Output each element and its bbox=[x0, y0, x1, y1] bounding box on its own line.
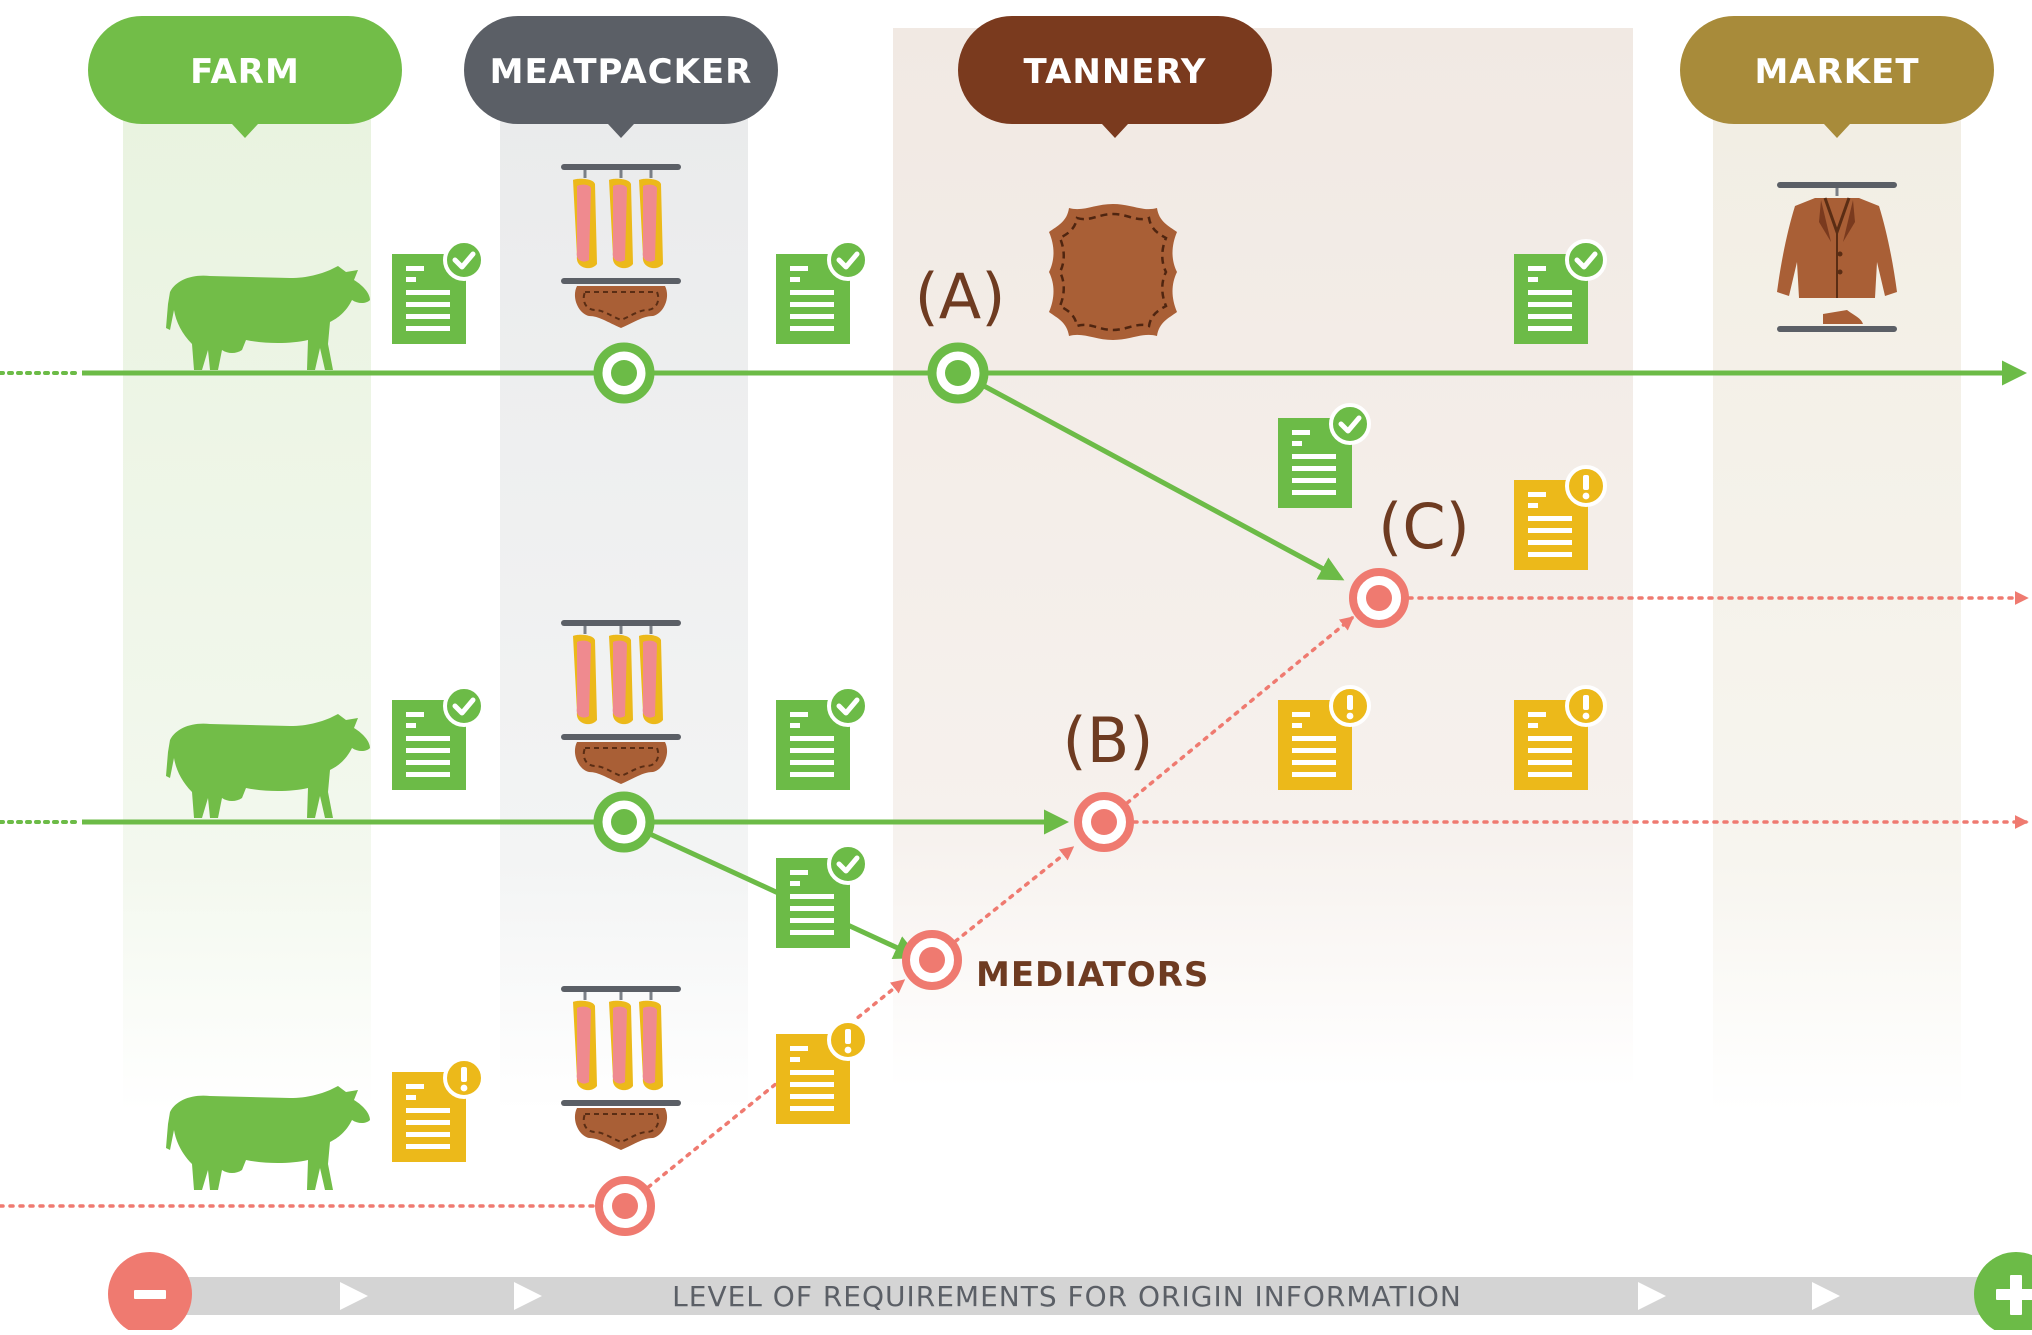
cow-icon bbox=[166, 1086, 370, 1190]
bar-arrow-icon bbox=[1812, 1282, 1840, 1310]
leather-hide-icon bbox=[1049, 204, 1177, 340]
mediators-label: MEDIATORS bbox=[976, 955, 1209, 995]
tannery-column bbox=[893, 28, 1633, 1088]
row1-to-c-line bbox=[958, 370, 1345, 581]
bar-arrow-icon bbox=[340, 1282, 368, 1310]
jacket-icon bbox=[1777, 182, 1897, 332]
document-warning-icon bbox=[774, 1019, 869, 1126]
tannery-node-a bbox=[932, 347, 984, 399]
document-check-icon bbox=[392, 687, 483, 790]
row2-to-mediators-line bbox=[622, 819, 920, 959]
farm-column bbox=[123, 112, 371, 1112]
meatpacker-node-row2 bbox=[598, 796, 650, 848]
bar-arrow-icon bbox=[1638, 1282, 1666, 1310]
stage-header-farm: FARM bbox=[88, 16, 402, 138]
b-to-c-dotted-line bbox=[1102, 616, 1355, 824]
minus-icon bbox=[108, 1252, 192, 1335]
document-check-icon bbox=[776, 845, 867, 948]
stage-label-farm: FARM bbox=[190, 52, 300, 92]
point-b-label: (B) bbox=[1063, 704, 1154, 777]
stage-header-market: MARKET bbox=[1680, 16, 1994, 138]
stage-label-tannery: TANNERY bbox=[1024, 52, 1207, 92]
meatpacker-node-row3 bbox=[599, 1180, 651, 1232]
mediators-node bbox=[906, 934, 958, 986]
bar-arrow-icon bbox=[514, 1282, 542, 1310]
stage-label-market: MARKET bbox=[1754, 52, 1919, 92]
requirements-bar: LEVEL OF REQUIREMENTS FOR ORIGIN INFORMA… bbox=[108, 1252, 2032, 1335]
document-check-icon bbox=[392, 241, 483, 344]
document-warning-icon bbox=[390, 1057, 485, 1164]
point-c-label: (C) bbox=[1378, 490, 1470, 563]
tannery-node-b bbox=[1078, 796, 1130, 848]
document-check-icon bbox=[776, 241, 867, 344]
meatpacker-node-row1 bbox=[598, 347, 650, 399]
document-check-icon bbox=[776, 687, 867, 790]
stage-label-meatpacker: MEATPACKER bbox=[490, 52, 753, 92]
tannery-node-c bbox=[1353, 572, 1405, 624]
stage-header-tannery: TANNERY bbox=[958, 16, 1272, 138]
row3-to-mediators-line bbox=[623, 979, 906, 1208]
stage-header-meatpacker: MEATPACKER bbox=[464, 16, 778, 138]
requirements-bar-label: LEVEL OF REQUIREMENTS FOR ORIGIN INFORMA… bbox=[672, 1280, 1462, 1313]
plus-icon bbox=[1974, 1252, 2032, 1335]
point-a-label: (A) bbox=[915, 260, 1006, 333]
